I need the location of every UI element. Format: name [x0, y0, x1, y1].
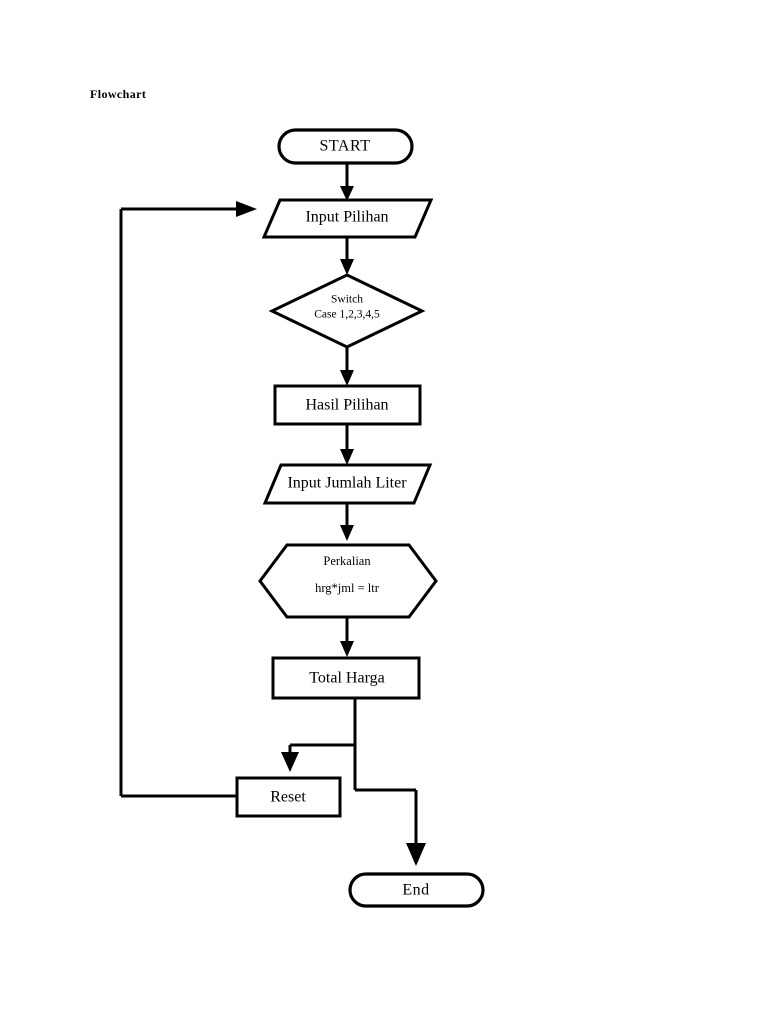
edge-perkalian-to-total-harga: [340, 618, 354, 657]
node-perkalian[interactable]: Perkalian hrg*jml = ltr: [258, 543, 438, 619]
node-start[interactable]: START: [277, 128, 414, 165]
node-switch-label-line1: Switch: [331, 294, 363, 306]
node-reset-label: Reset: [270, 789, 306, 806]
node-perkalian-label-line2: hrg*jml = ltr: [315, 581, 380, 595]
node-hasil-pilihan-label: Hasil Pilihan: [305, 397, 388, 414]
node-end-label: End: [402, 882, 429, 899]
node-input-jumlah-liter-label: Input Jumlah Liter: [287, 475, 407, 492]
node-input-pilihan[interactable]: Input Pilihan: [261, 198, 434, 239]
node-end[interactable]: End: [348, 872, 485, 908]
edge-input-pilihan-to-switch: [340, 238, 354, 275]
node-switch-decision[interactable]: Switch Case 1,2,3,4,5: [268, 273, 426, 349]
edge-reset-loop-to-input-pilihan: [119, 201, 257, 798]
page-title: Flowchart: [90, 87, 147, 101]
node-switch-label-line2: Case 1,2,3,4,5: [314, 309, 380, 321]
edge-input-liter-to-perkalian: [340, 504, 354, 541]
node-perkalian-label-line1: Perkalian: [323, 554, 371, 568]
edge-total-harga-to-end: [353, 745, 426, 866]
edge-hasil-pilihan-to-input-liter: [340, 424, 354, 465]
edge-total-harga-to-reset: [281, 698, 357, 772]
node-input-pilihan-label: Input Pilihan: [305, 209, 388, 226]
node-total-harga-label: Total Harga: [309, 670, 384, 687]
node-total-harga[interactable]: Total Harga: [271, 656, 421, 700]
edge-switch-to-hasil-pilihan: [340, 347, 354, 386]
node-start-label: START: [320, 138, 371, 155]
node-hasil-pilihan[interactable]: Hasil Pilihan: [273, 384, 422, 426]
edge-start-to-input-pilihan: [340, 163, 354, 201]
node-reset[interactable]: Reset: [235, 776, 342, 818]
node-input-jumlah-liter[interactable]: Input Jumlah Liter: [262, 463, 433, 505]
